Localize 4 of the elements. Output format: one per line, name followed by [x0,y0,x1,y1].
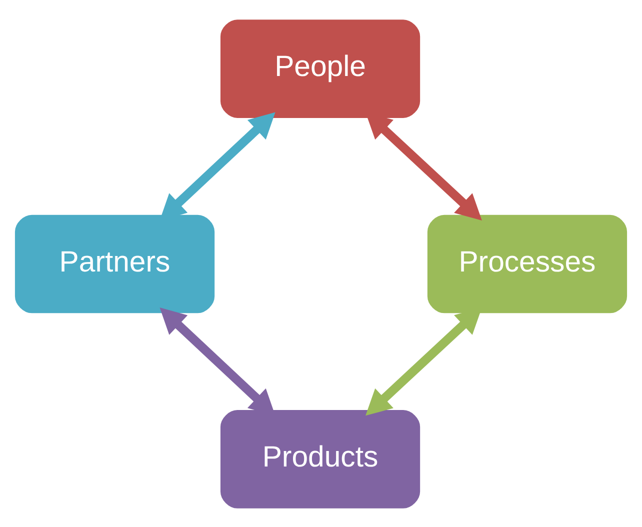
node-box: Products [218,408,422,510]
node-box: Partners [13,212,216,314]
node-box: People [218,18,422,119]
node-box: Processes [426,212,629,314]
